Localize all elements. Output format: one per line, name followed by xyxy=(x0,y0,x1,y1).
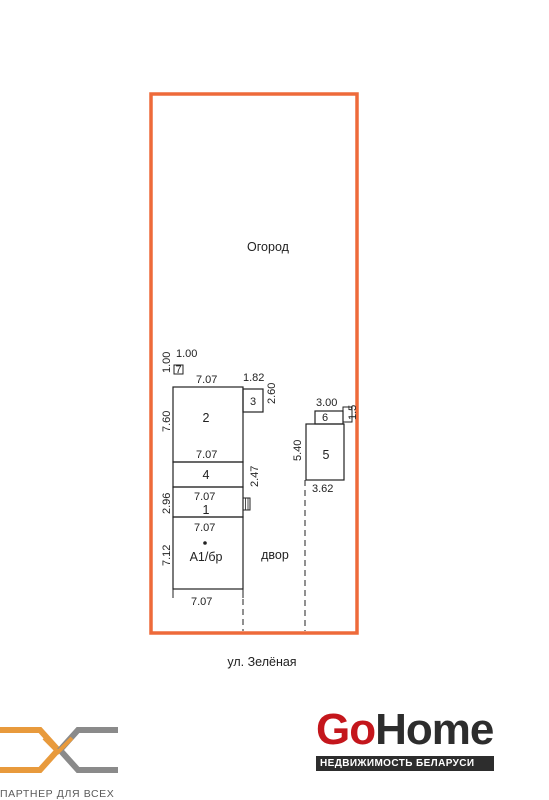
room-3-label: 3 xyxy=(250,396,256,408)
room-2-label: 2 xyxy=(203,411,210,425)
dim-1-00-top: 1.00 xyxy=(176,348,197,360)
dim-7-07-r1: 7.07 xyxy=(194,491,215,503)
gohome-home: Home xyxy=(375,705,494,754)
room-7 xyxy=(173,364,184,375)
dim-3-00: 3.00 xyxy=(316,397,337,409)
room-6 xyxy=(314,410,344,425)
dim-7-07-bottom: 7.07 xyxy=(191,596,212,608)
room-4-label: 4 xyxy=(203,468,210,482)
dim-7-07-top: 7.07 xyxy=(196,374,217,386)
dim-1-00-side: 1.00 xyxy=(161,352,173,373)
street-label: ул. Зелёная xyxy=(227,655,296,669)
gohome-logo: GoHome НЕДВИЖИМОСТЬ БЕЛАРУСИ xyxy=(316,708,506,774)
gohome-wordmark: GoHome xyxy=(316,708,506,752)
room-6-annex xyxy=(342,406,353,423)
room-7-label: 7 xyxy=(175,364,181,376)
dim-1-82: 1.82 xyxy=(243,372,264,384)
dim-5-40: 5.40 xyxy=(292,440,304,461)
gohome-go: Go xyxy=(316,705,376,754)
main-house xyxy=(172,516,244,590)
dim-1-5: 1.5 xyxy=(347,405,359,420)
room-3 xyxy=(242,388,264,413)
porch-step xyxy=(242,497,251,511)
partner-tagline: ПАРТНЕР ДЛЯ ВСЕХ xyxy=(0,788,115,800)
main-house-label: А1/бр xyxy=(190,550,223,564)
partner-logo: ПАРТНЕР ДЛЯ ВСЕХ xyxy=(0,712,150,800)
room-6-label: 6 xyxy=(322,412,328,424)
dim-7-07-main: 7.07 xyxy=(194,522,215,534)
garden-label: Огород xyxy=(247,240,290,254)
gohome-subtitle: НЕДВИЖИМОСТЬ БЕЛАРУСИ xyxy=(316,756,494,771)
room-5 xyxy=(305,423,345,481)
dim-7-60: 7.60 xyxy=(161,411,173,432)
plot-boundary xyxy=(149,92,359,635)
house-marker xyxy=(203,541,207,545)
dim-2-96: 2.96 xyxy=(161,493,173,514)
room-1-label: 1 xyxy=(203,503,210,517)
dim-2-60: 2.60 xyxy=(266,383,278,404)
partner-logo-mark xyxy=(0,727,118,773)
dim-2-47: 2.47 xyxy=(249,466,261,487)
dim-7-07-mid: 7.07 xyxy=(196,449,217,461)
room-5-label: 5 xyxy=(323,448,330,462)
dim-3-62: 3.62 xyxy=(312,483,333,495)
yard-label: двор xyxy=(261,548,289,562)
dim-7-12: 7.12 xyxy=(161,545,173,566)
